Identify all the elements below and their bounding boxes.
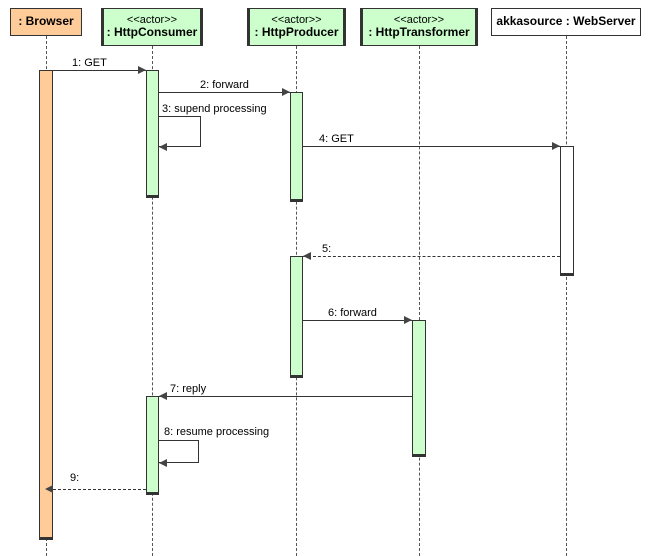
stereotype-httpproducer: <<actor>> [271,14,322,27]
activation-bar-webserver-1[interactable] [560,146,574,276]
message-selfcall-8[interactable] [159,440,199,463]
message-label-8: 8: resume processing [164,426,270,438]
lifeline-webserver [566,36,567,556]
message-label-6: 6: forward [328,307,377,319]
message-arrow-4[interactable] [303,146,560,147]
lifeline-label-webserver: akkasource : WebServer [496,14,636,29]
message-arrow-5[interactable] [303,256,560,257]
lifeline-httpconsumer [152,46,153,556]
lifeline-header-httpproducer[interactable]: <<actor>> : HttpProducer [247,8,346,46]
message-label-4: 4: GET [319,133,354,145]
activation-bar-httpconsumer-1[interactable] [146,70,159,198]
message-arrowhead-8 [159,459,167,467]
lifeline-header-httpconsumer[interactable]: <<actor>> : HttpConsumer [101,8,203,46]
message-label-7: 7: reply [170,383,207,395]
message-arrow-2[interactable] [159,92,290,93]
lifeline-header-httptransformer[interactable]: <<actor>> : HttpTransformer [360,8,478,46]
message-arrowhead-7 [159,392,167,400]
message-arrowhead-4 [552,142,560,150]
lifeline-header-browser[interactable]: : Browser [10,8,82,36]
activation-bar-httpproducer-2[interactable] [290,256,303,378]
lifeline-label-httpproducer: : HttpProducer [254,25,339,40]
message-arrowhead-2 [282,88,290,96]
lifeline-header-webserver[interactable]: akkasource : WebServer [491,8,641,36]
activation-bar-browser[interactable] [39,70,53,540]
message-label-9: 9: [70,472,80,484]
activation-bar-httptransformer-1[interactable] [412,320,426,457]
lifeline-httptransformer [419,46,420,556]
stereotype-httpconsumer: <<actor>> [126,14,178,27]
lifeline-label-httptransformer: : HttpTransformer [368,25,470,40]
message-arrow-7[interactable] [159,396,412,397]
message-arrowhead-6 [404,316,412,324]
message-arrowhead-5 [303,252,311,260]
message-arrowhead-9 [45,485,53,493]
message-arrow-1[interactable] [46,70,146,71]
message-label-1: 1: GET [72,57,107,69]
message-label-2: 2: forward [200,79,249,91]
lifeline-label-browser: : Browser [18,14,74,29]
activation-bar-httpconsumer-2[interactable] [146,396,159,495]
message-label-3: 3: supend processing [162,103,267,115]
message-arrow-9[interactable] [53,489,146,490]
message-arrow-6[interactable] [303,320,412,321]
message-arrowhead-3 [159,143,167,151]
lifeline-label-httpconsumer: : HttpConsumer [106,25,198,40]
message-selfcall-3[interactable] [159,116,201,147]
stereotype-httptransformer: <<actor>> [393,14,445,27]
activation-bar-httpproducer-1[interactable] [290,92,303,202]
message-label-5: 5: [322,243,332,255]
message-arrowhead-1 [138,66,146,74]
